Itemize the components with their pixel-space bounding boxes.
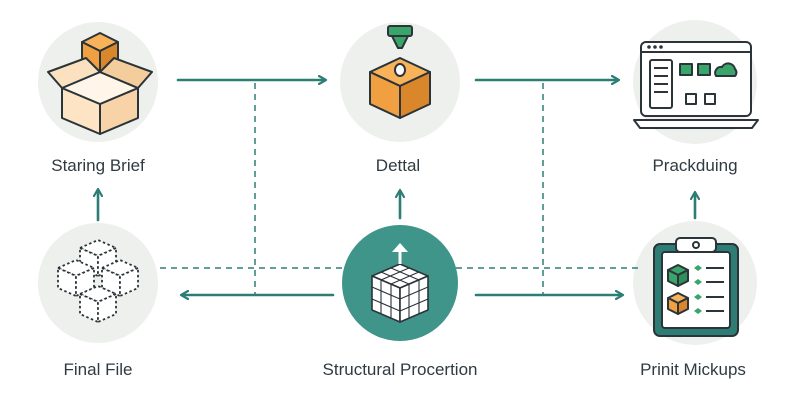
label-print-mockups: Prinit Mickups — [640, 360, 746, 379]
final-file-bg — [38, 223, 158, 343]
open-box-icon — [47, 32, 153, 135]
laptop-icon — [633, 41, 759, 129]
label-structural: Structural Procertion — [322, 360, 478, 379]
structural-icon — [342, 225, 458, 341]
flow-arrows — [98, 80, 695, 295]
clipboard-icon — [653, 237, 739, 337]
print-cube-icon — [369, 25, 431, 119]
label-packaging: Prackduing — [652, 156, 738, 175]
label-final-file: Final File — [63, 360, 133, 379]
cube-stack-icon — [57, 239, 139, 323]
dashed-connectors — [160, 83, 640, 295]
label-starting-brief: Staring Brief — [51, 156, 145, 175]
label-detail: Dettal — [375, 156, 421, 175]
